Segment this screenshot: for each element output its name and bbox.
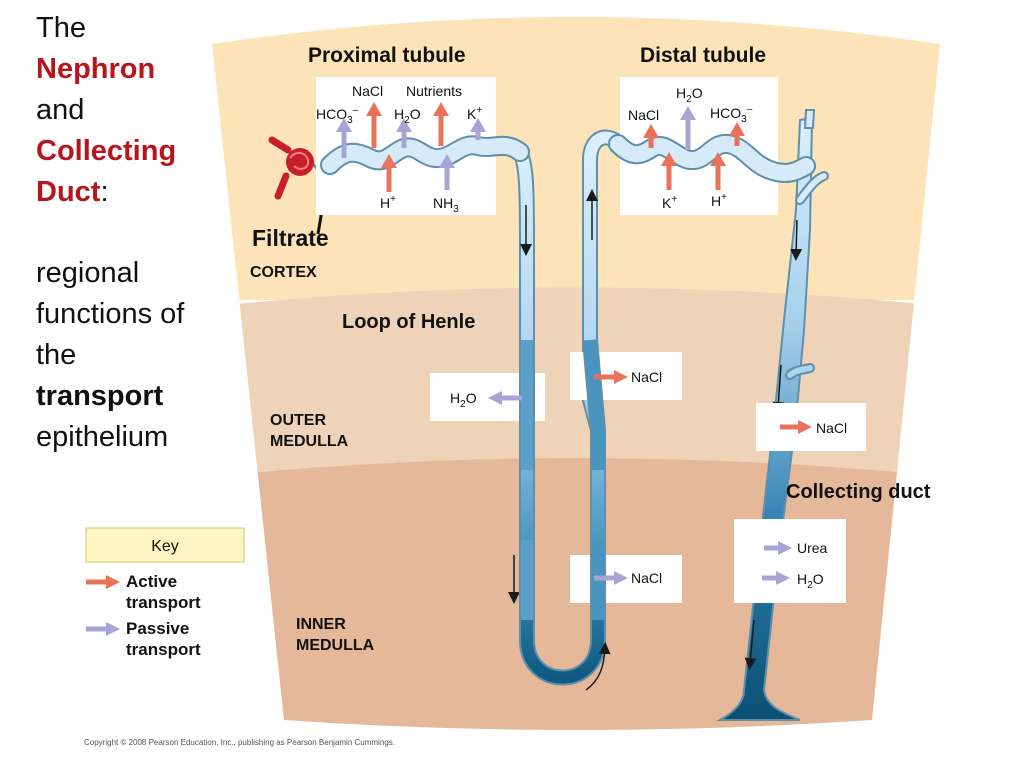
distal-label: Distal tubule bbox=[640, 44, 766, 67]
title-the: The bbox=[36, 12, 86, 44]
legend-title: Key bbox=[151, 538, 179, 555]
flow-arrow-duct-1 bbox=[790, 219, 803, 261]
title-and: and bbox=[36, 94, 85, 126]
duct-top bbox=[803, 109, 816, 129]
k-arrowhead bbox=[470, 118, 486, 132]
flow-arrows bbox=[508, 189, 803, 691]
distal-nacl-arrowhead bbox=[643, 124, 659, 138]
loop-of-henle bbox=[512, 131, 626, 684]
loop-label: Loop of Henle bbox=[342, 311, 475, 333]
legend-passive-arrowhead bbox=[106, 622, 120, 636]
prox-h2o: H2O bbox=[394, 106, 421, 126]
duct-nacl-arrowhead bbox=[798, 420, 812, 434]
distal-k-arrowhead bbox=[661, 152, 677, 166]
duct-nacl-text: NaCl bbox=[816, 420, 847, 436]
prox-nacl: NaCl bbox=[352, 83, 383, 99]
legend-active-1: Active bbox=[126, 572, 177, 591]
title-nephron: Nephron bbox=[36, 53, 156, 85]
cortex-label: CORTEX bbox=[250, 264, 317, 281]
region-labels: Proximal tubule Distal tubule Filtrate C… bbox=[250, 44, 931, 654]
collecting-duct-label: Collecting duct bbox=[786, 481, 931, 503]
nutrients-arrowhead bbox=[433, 102, 449, 116]
dist-nacl: NaCl bbox=[628, 107, 659, 123]
legend-active-arrowhead bbox=[106, 575, 120, 589]
subtitle-functions: functions of bbox=[36, 298, 185, 330]
inner-medulla-label-2: MEDULLA bbox=[296, 637, 375, 654]
duct-branch-b-fill bbox=[787, 365, 813, 378]
proximal-tubule-front bbox=[322, 137, 528, 173]
legend-active-2: transport bbox=[126, 593, 201, 612]
flow-arrow-duct-3 bbox=[744, 619, 757, 670]
urea-arrowhead bbox=[778, 541, 792, 555]
medulla-box-labels: H2O NaCl NaCl NaCl Urea H2O bbox=[450, 369, 847, 591]
inner-medulla-label-1: INNER bbox=[296, 616, 346, 633]
copyright: Copyright © 2008 Pearson Education, Inc.… bbox=[84, 738, 395, 747]
subtitle-regional: regional bbox=[36, 257, 140, 289]
subtitle-epithelium: epithelium bbox=[36, 421, 169, 453]
proximal-arrowheads bbox=[336, 102, 486, 168]
dist-h2o: H2O bbox=[676, 85, 703, 105]
legend: Key Active transport Passive transport bbox=[85, 527, 245, 659]
distal-h-arrowhead bbox=[710, 152, 726, 166]
dist-k: K+ bbox=[662, 194, 677, 211]
prox-h: H+ bbox=[380, 194, 396, 211]
legend-title-box bbox=[85, 527, 245, 563]
outer-medulla-label-1: OUTER bbox=[270, 412, 326, 429]
side-title: The Nephron and Collecting Duct: regiona… bbox=[36, 8, 236, 458]
thick-nacl-text: NaCl bbox=[631, 369, 662, 385]
outer-medulla-label-2: MEDULLA bbox=[270, 433, 349, 450]
dist-hco3: HCO3– bbox=[710, 104, 753, 125]
inner-duct-box bbox=[734, 519, 846, 603]
prox-nutrients: Nutrients bbox=[406, 83, 462, 99]
legend-passive-2: transport bbox=[126, 640, 201, 659]
distal-hco3-arrowhead bbox=[729, 122, 745, 136]
thin-nacl-text: NaCl bbox=[631, 570, 662, 586]
prox-k: K+ bbox=[467, 105, 482, 122]
descending-h2o-arrowhead bbox=[488, 391, 502, 405]
proximal-arrows bbox=[341, 114, 481, 192]
title-collecting: Collecting bbox=[36, 135, 177, 167]
dist-h: H+ bbox=[711, 192, 727, 209]
urea-text: Urea bbox=[797, 540, 828, 556]
proximal-label: Proximal tubule bbox=[308, 44, 466, 67]
desc-h2o-text: H2O bbox=[450, 390, 477, 410]
title-colon: : bbox=[100, 176, 109, 208]
legend-passive-1: Passive bbox=[126, 619, 189, 638]
filtrate-label: Filtrate bbox=[252, 225, 329, 251]
distal-tubule-front bbox=[610, 135, 814, 181]
title-duct: Duct bbox=[36, 176, 101, 208]
duct-h2o-text: H2O bbox=[797, 571, 824, 591]
subtitle-the: the bbox=[36, 339, 77, 371]
inner-medulla-region bbox=[212, 458, 940, 730]
distal-h2o-arrowhead bbox=[680, 106, 696, 120]
prox-hco3: HCO3– bbox=[316, 105, 359, 126]
duct-branch-a-fill bbox=[797, 173, 827, 203]
hco3-arrowhead bbox=[336, 118, 352, 132]
prox-nh3: NH3 bbox=[433, 195, 459, 215]
distal-arrowheads bbox=[643, 106, 745, 166]
nacl-arrowhead bbox=[366, 102, 382, 116]
thin-nacl-arrowhead bbox=[614, 571, 628, 585]
flow-arrow-loop-up bbox=[585, 642, 611, 691]
thick-nacl-arrowhead bbox=[614, 370, 628, 384]
title-duct-line: Duct: bbox=[36, 172, 236, 213]
medulla-arrows bbox=[488, 370, 812, 585]
h2o-arrowhead bbox=[396, 118, 412, 132]
subtitle-transport: transport bbox=[36, 380, 164, 412]
glomerulus-icon bbox=[268, 136, 331, 200]
h-arrowhead bbox=[381, 154, 397, 168]
nh3-arrowhead bbox=[439, 154, 455, 168]
distal-box-labels: H2O NaCl HCO3– K+ H+ bbox=[628, 85, 753, 211]
duct-h2o-arrowhead bbox=[776, 571, 790, 585]
flow-arrow-duct-2 bbox=[772, 364, 785, 414]
proximal-box-labels: NaCl Nutrients HCO3– H2O K+ H+ NH3 bbox=[316, 83, 482, 215]
